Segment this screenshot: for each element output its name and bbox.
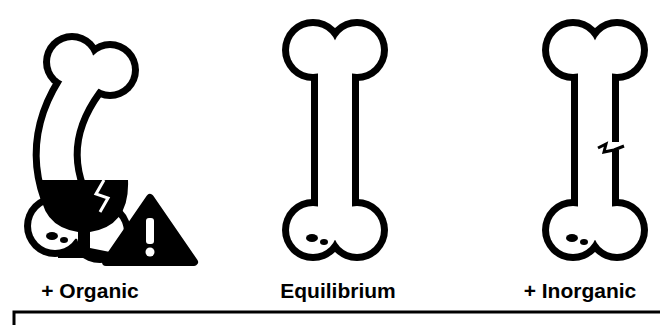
- bent-bone: [24, 33, 139, 263]
- frame-border: [14, 312, 660, 325]
- fragile-glass-symbol: [40, 180, 128, 258]
- bone-label: Equilibrium: [280, 280, 396, 301]
- cracked-bone: [542, 19, 648, 261]
- straight-bone: [282, 19, 388, 261]
- bone-label: + Inorganic: [524, 280, 637, 301]
- bone-label: + Organic: [41, 280, 138, 301]
